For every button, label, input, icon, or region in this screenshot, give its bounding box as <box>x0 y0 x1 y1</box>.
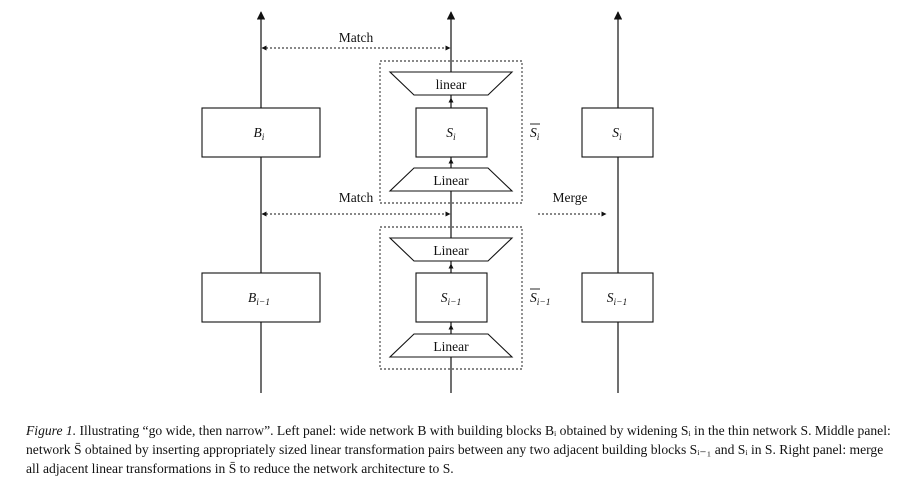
right-block-s-i: Si <box>581 107 654 158</box>
architecture-diagram: Bi Bi−1 Match Match linear Si <box>201 11 654 393</box>
merge-arrow: Merge <box>538 190 607 217</box>
svg-text:Bi−1: Bi−1 <box>248 290 270 308</box>
group-label-s-bar-i-minus-1-main: S <box>530 290 537 305</box>
right-block-s-i-sub: i <box>619 133 622 143</box>
middle-block-s-i: Si <box>415 107 488 158</box>
merge-label: Merge <box>553 190 588 205</box>
group-label-s-bar-i: Si <box>530 125 540 143</box>
middle-top-group: linear Si Linear Si <box>379 60 540 204</box>
right-block-s-i-label: S <box>612 125 619 140</box>
group-label-s-bar-i-main: S <box>530 125 537 140</box>
match-middle: Match <box>261 190 451 217</box>
left-block-b-i-sub: i <box>262 133 265 143</box>
match-top-label: Match <box>339 30 374 45</box>
left-block-b-i-minus-1-sub: i−1 <box>256 298 270 308</box>
caption-lead: Figure 1. <box>26 423 77 438</box>
top-linear-down-trapezoid: Linear <box>388 167 514 192</box>
group-label-s-bar-i-minus-1: Si−1 <box>530 290 551 308</box>
right-block-s-i-minus-1-label: S <box>607 290 614 305</box>
right-block-s-i-minus-1: Si−1 <box>581 272 654 323</box>
left-block-b-i-minus-1-label: B <box>248 290 256 305</box>
top-linear-up-trapezoid: linear <box>388 71 514 96</box>
group-label-s-bar-i-sub: i <box>537 133 540 143</box>
middle-bottom-group: Linear Si−1 Linear Si−1 <box>379 226 551 370</box>
match-top: Match <box>261 30 451 51</box>
right-block-s-i-minus-1-sub: i−1 <box>613 298 627 308</box>
bottom-linear-up-label: Linear <box>433 243 469 258</box>
caption-text: Illustrating “go wide, then narrow”. Lef… <box>26 423 891 476</box>
figure-caption: Figure 1. Illustrating “go wide, then na… <box>26 421 892 478</box>
match-middle-label: Match <box>339 190 374 205</box>
middle-block-s-i-minus-1-sub: i−1 <box>447 298 461 308</box>
group-label-s-bar-i-minus-1-sub: i−1 <box>537 298 551 308</box>
middle-block-s-i-label: S <box>446 125 453 140</box>
svg-text:Si: Si <box>446 125 456 143</box>
middle-block-s-i-minus-1-label: S <box>441 290 448 305</box>
svg-text:Bi: Bi <box>254 125 265 143</box>
left-block-b-i-label: B <box>254 125 262 140</box>
svg-text:Si−1: Si−1 <box>607 290 628 308</box>
svg-text:Si−1: Si−1 <box>441 290 462 308</box>
middle-panel: linear Si Linear Si Linear <box>379 11 551 393</box>
bottom-linear-down-label: Linear <box>433 339 469 354</box>
left-block-b-i: Bi <box>201 107 321 158</box>
left-panel: Bi Bi−1 <box>201 11 321 393</box>
top-linear-up-label: linear <box>436 77 467 92</box>
right-panel: Si Si−1 <box>581 11 654 393</box>
middle-block-s-i-minus-1: Si−1 <box>415 272 488 323</box>
svg-text:Si: Si <box>612 125 622 143</box>
bottom-linear-down-trapezoid: Linear <box>388 333 514 358</box>
middle-block-s-i-sub: i <box>453 133 456 143</box>
top-linear-down-label: Linear <box>433 173 469 188</box>
left-block-b-i-minus-1: Bi−1 <box>201 272 321 323</box>
bottom-linear-up-trapezoid: Linear <box>388 237 514 262</box>
